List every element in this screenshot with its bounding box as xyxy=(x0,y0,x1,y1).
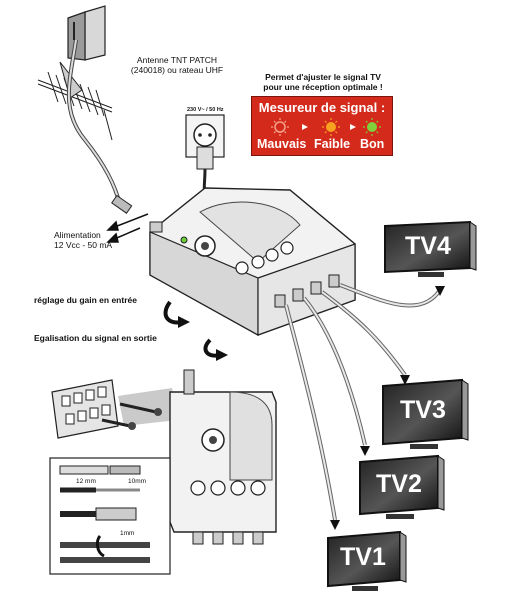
antenna-label-line1: Antenne TNT PATCH xyxy=(136,55,218,65)
tv-cable-arrows xyxy=(330,286,445,530)
adjust-note: Permet d'ajuster le signal TV pour une r… xyxy=(245,72,401,92)
equalizer-knobs xyxy=(235,241,294,275)
antenna-label: Antenne TNT PATCH (240018) ou rateau UHF xyxy=(112,55,242,75)
adjust-note-line2: pour une réception optimale ! xyxy=(263,82,383,92)
amplifier-front-view xyxy=(169,369,277,545)
antenna-connector xyxy=(111,194,133,214)
arrow-icon xyxy=(350,124,356,130)
tv2-label: TV2 xyxy=(376,470,422,498)
cable-len-1mm: 1mm xyxy=(120,530,135,537)
patch-antenna xyxy=(67,5,106,61)
led-good-icon xyxy=(363,118,381,136)
input-connector xyxy=(149,221,163,233)
amplifier-main xyxy=(149,187,356,337)
arrow-icon xyxy=(302,124,308,130)
signal-led xyxy=(180,236,188,244)
cable-len-10mm: 10mm xyxy=(128,478,147,485)
tv1 xyxy=(327,530,407,591)
led-bad-icon xyxy=(271,118,289,136)
antenna-label-line2: (240018) ou rateau UHF xyxy=(130,65,224,75)
tv2 xyxy=(359,454,445,519)
mounting-screws xyxy=(101,402,162,430)
signal-meter-leds xyxy=(271,118,381,136)
tv1-label: TV1 xyxy=(340,543,386,571)
gain-label: réglage du gain en entrée xyxy=(34,295,137,305)
outlet-label: 230 V~ / 50 Hz xyxy=(187,107,224,113)
tv4-label: TV4 xyxy=(405,232,451,260)
wall-bracket xyxy=(51,379,178,439)
supply-label: Alimentation 12 Vcc - 50 mA xyxy=(54,230,144,250)
meter-label-bad: Mauvais xyxy=(257,137,307,151)
meter-label-weak: Faible xyxy=(314,137,351,151)
supply-label-line1: Alimentation xyxy=(54,230,101,240)
supply-arrows xyxy=(106,213,149,243)
output-connectors xyxy=(274,274,340,308)
cable-prep-box xyxy=(49,457,171,575)
cable-len-12mm: 12 mm xyxy=(76,478,96,485)
tv4 xyxy=(384,220,477,277)
equalize-label: Egalisation du signal en sortie xyxy=(34,333,157,343)
meter-label-good: Bon xyxy=(360,137,385,151)
signal-meter-title: Mesureur de signal : xyxy=(258,100,386,115)
adjust-note-line1: Permet d'ajuster le signal TV xyxy=(265,72,381,82)
signal-meter-panel: Mesureur de signal : Mauvais Faible Bon xyxy=(251,96,393,156)
supply-label-line2: 12 Vcc - 50 mA xyxy=(54,240,113,250)
tv3-label: TV3 xyxy=(400,396,446,424)
led-weak-icon xyxy=(322,118,340,136)
tv3 xyxy=(382,378,469,449)
